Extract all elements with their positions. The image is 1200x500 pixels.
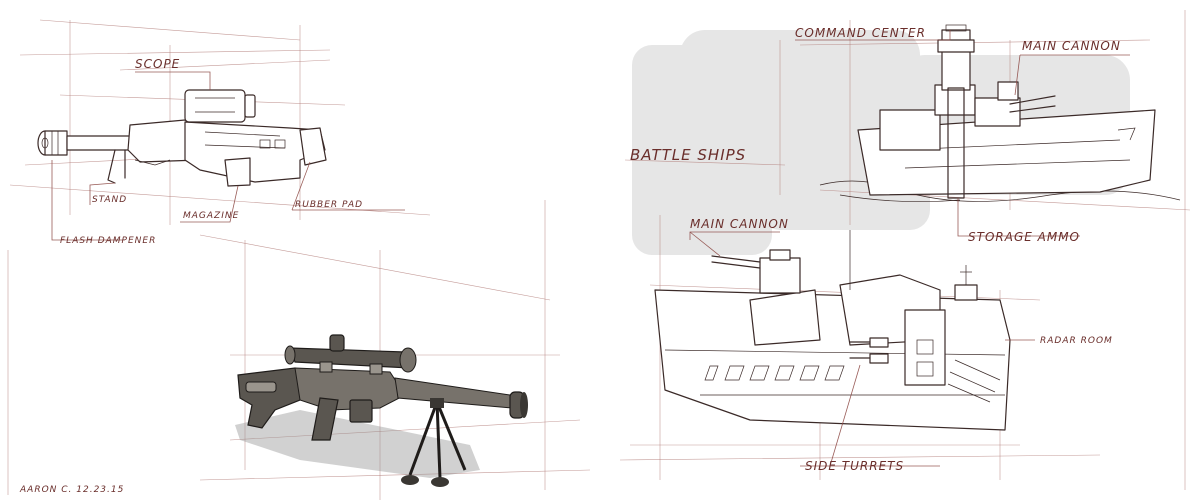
label-main-cannon-top: MAIN CANNON — [1022, 39, 1121, 53]
label-side-turrets: SIDE TURRETS — [805, 459, 904, 473]
label-main-cannon-left: MAIN CANNON — [690, 217, 789, 231]
label-radar-room: RADAR ROOM — [1040, 336, 1113, 346]
label-magazine: MAGAZINE — [183, 211, 239, 221]
label-rubber-pad: RUBBER PAD — [295, 200, 363, 210]
label-battle-ships: BATTLE SHIPS — [630, 146, 746, 164]
scifi-rifle — [38, 90, 326, 186]
label-scope: SCOPE — [135, 57, 180, 71]
label-storage-ammo: STORAGE AMMO — [968, 230, 1080, 244]
label-flash-dampener: FLASH DAMPENER — [60, 236, 156, 246]
scifi-rifle-sketch: SCOPE STAND MAGAZINE RUBBER PAD FLASH DA… — [10, 20, 430, 246]
artist-signature: AARON C. 12.23.15 — [19, 485, 124, 495]
label-stand: STAND — [92, 195, 127, 205]
sniper-rifle-render — [200, 200, 590, 500]
label-command-center: COMMAND CENTER — [795, 26, 926, 40]
